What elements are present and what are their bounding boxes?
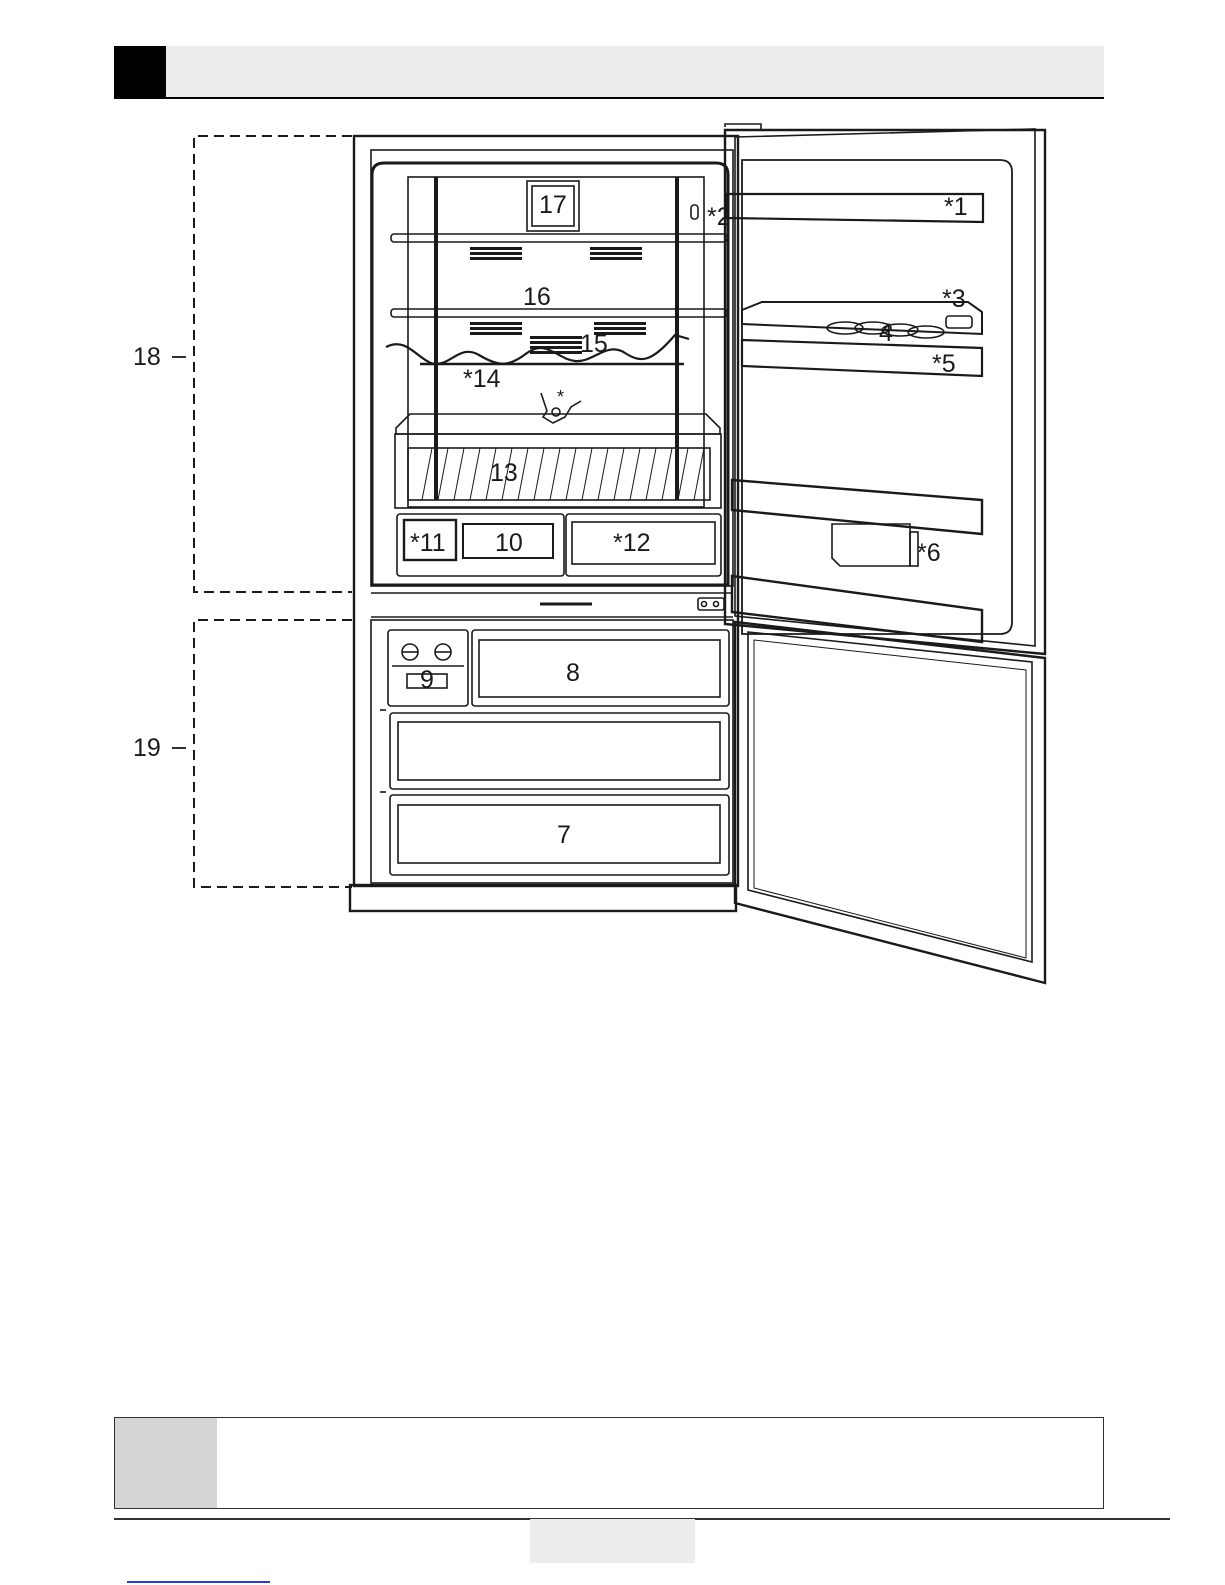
callout-2: *2 [707,203,731,231]
callout-12: *12 [613,529,651,557]
callout-1: *1 [944,193,968,221]
note-icon-panel [115,1418,217,1508]
callout-17: 17 [539,191,567,219]
callout-14: *14 [463,365,501,393]
callout-star: * [557,387,564,407]
callout-18: 18 [133,343,161,371]
freezer-door [735,622,1045,983]
callout-7: 7 [557,821,571,849]
door-bin-lower [732,480,982,534]
air-vents [470,247,646,354]
refrigerator-diagram: *1 *2 *3 4 *5 *6 7 8 9 10 *11 *12 13 *14… [0,0,1225,1000]
water-dispenser [832,524,918,566]
callout-5: *5 [932,350,956,378]
door-bin-bottom [732,576,982,642]
wine-rack [386,335,689,364]
callout-6: *6 [917,539,941,567]
footer-link-underline[interactable] [127,1581,270,1583]
callout-19: 19 [133,734,161,762]
callout-9: 9 [420,666,434,694]
freezer-section-bracket [194,620,352,887]
note-box [114,1417,1104,1509]
callout-8: 8 [566,659,580,687]
callout-15: 15 [580,330,608,358]
callout-13: 13 [490,459,518,487]
callout-11: *11 [410,529,446,557]
callout-3: *3 [942,285,966,313]
callout-4: 4 [879,319,893,347]
fridge-door [725,124,1045,654]
page-number-tab [530,1519,695,1563]
fridge-section-bracket [194,136,352,592]
crisper-drawer [395,414,721,508]
callout-10: 10 [495,529,523,557]
callout-16: 16 [523,283,551,311]
